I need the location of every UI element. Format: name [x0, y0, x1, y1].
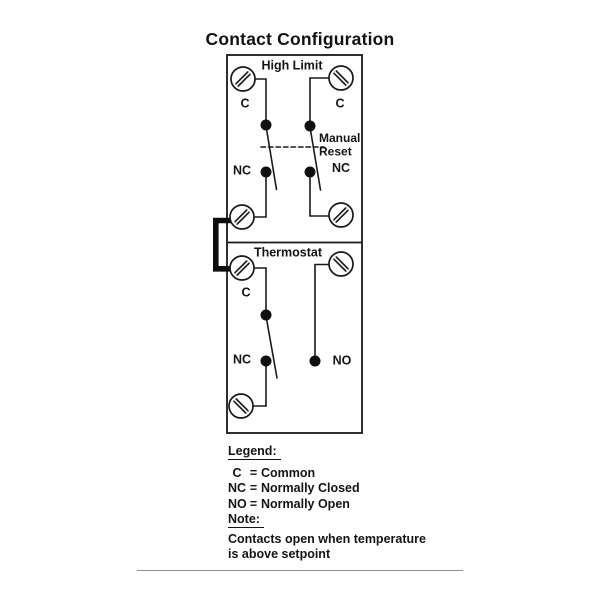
legend-item: NO = Normally Open: [228, 496, 360, 512]
equals-sign: =: [249, 465, 258, 480]
legend-item: C = Common: [228, 465, 360, 481]
note: Note: Contacts open when temperature is …: [228, 512, 426, 563]
screw-terminal-icon: [230, 66, 256, 92]
contact-label-common: C: [241, 286, 250, 300]
note-text-line: Contacts open when temperature: [228, 532, 426, 546]
switch-arm: [309, 126, 322, 191]
switch-arm: [265, 125, 278, 191]
note-text-line: is above setpoint: [228, 547, 331, 562]
manual-reset-label: Reset: [319, 145, 352, 159]
wire-segment: [314, 263, 330, 362]
wire-segment: [253, 171, 267, 218]
screw-terminal-icon: [228, 393, 254, 419]
screw-terminal-icon: [229, 255, 255, 281]
legend-heading: Legend:: [228, 444, 360, 460]
thermostat-section-label: Thermostat: [254, 246, 323, 260]
contact-label-common: C: [335, 97, 344, 111]
page-title: Contact Configuration: [205, 29, 395, 49]
manual-reset-label: Manual: [319, 131, 360, 145]
contact-dot: [304, 166, 316, 178]
screw-terminal-icon: [229, 204, 255, 230]
contact-dot: [260, 119, 272, 131]
wire-segment: [253, 267, 267, 316]
wire-segment: [254, 78, 267, 126]
contact-dot: [260, 166, 272, 178]
legend: Legend: C = Common NC = Normally Closed …: [228, 444, 360, 512]
wire-segment: [309, 77, 330, 127]
wire-segment: [309, 171, 330, 217]
contact-dot: [304, 120, 316, 132]
contact-label-nc: NC: [332, 161, 350, 175]
contact-label-common: C: [240, 97, 249, 111]
contact-label-nc: NC: [233, 164, 251, 178]
screw-terminal-icon: [328, 65, 354, 91]
equals-sign: =: [249, 481, 258, 496]
note-heading: Note:: [228, 512, 426, 528]
high-limit-section-label: High Limit: [261, 59, 323, 73]
contact-label-no: NO: [333, 354, 352, 368]
legend-abbr: NC: [228, 481, 247, 496]
separator-line: [137, 570, 463, 572]
screw-terminal-icon: [328, 251, 354, 277]
screw-terminal-icon: [328, 202, 354, 228]
legend-abbr: C: [232, 465, 242, 480]
contact-dot: [260, 309, 272, 321]
legend-meaning: Normally Open: [261, 496, 350, 511]
switch-arm: [265, 315, 278, 379]
equals-sign: =: [249, 496, 258, 511]
contact-label-nc: NC: [233, 353, 251, 367]
contact-dot: [309, 355, 321, 367]
legend-abbr: NO: [228, 496, 247, 511]
legend-item: NC = Normally Closed: [228, 481, 360, 497]
legend-meaning: Normally Closed: [261, 481, 360, 496]
wire-segment: [251, 360, 267, 407]
jumper-wire: [213, 217, 236, 272]
legend-meaning: Common: [261, 465, 316, 480]
contact-dot: [260, 355, 272, 367]
enclosure-box: [226, 54, 363, 434]
